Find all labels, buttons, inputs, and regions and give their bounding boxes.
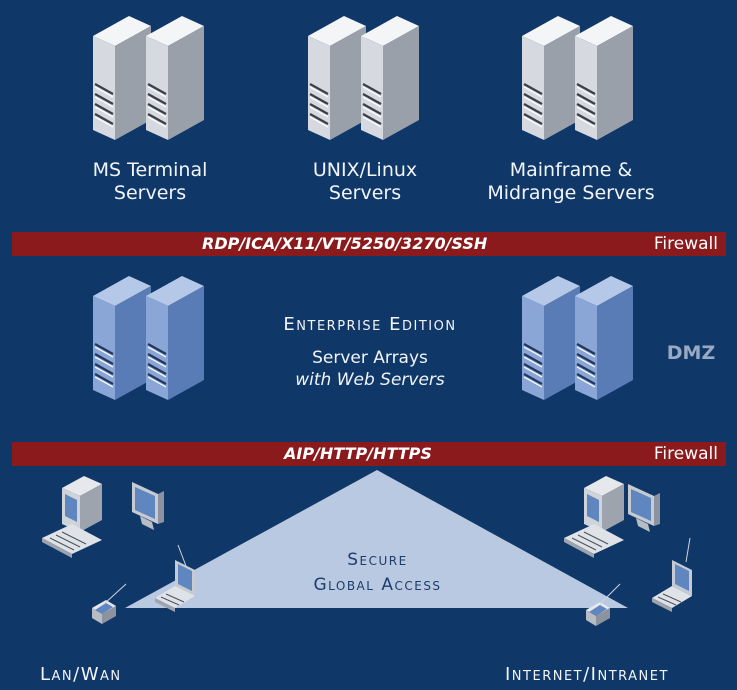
- server-label-line: Mainframe &: [509, 159, 633, 181]
- lan-wan-label: Lan/Wan: [40, 664, 122, 685]
- dmz-server-icon: [520, 274, 635, 402]
- dmz-label: DMZ: [666, 342, 716, 364]
- server-array-icon: [91, 274, 206, 402]
- server-arrays-label: Server Arrays: [312, 348, 428, 368]
- firewall-label: Firewall: [653, 444, 718, 464]
- firewall-bar-top: RDP/ICA/X11/VT/5250/3270/SSH Firewall: [12, 232, 726, 256]
- server-ms-terminal-icon: [91, 14, 206, 142]
- web-servers-label: with Web Servers: [295, 370, 445, 390]
- internet-clients-icon: [563, 475, 693, 626]
- lan-clients-icon: [41, 475, 196, 624]
- server-label-line: Servers: [328, 182, 402, 204]
- server-label-line: Midrange Servers: [487, 182, 655, 204]
- internet-intranet-label: Internet/Intranet: [505, 664, 669, 685]
- server-label-ms-terminal: MS Terminal Servers: [40, 159, 260, 205]
- secure-label: Secure: [347, 550, 408, 570]
- global-access-label: Global Access: [313, 575, 442, 595]
- protocol-label: RDP/ICA/X11/VT/5250/3270/SSH: [202, 234, 488, 253]
- enterprise-edition-title: Enterprise Edition: [283, 314, 457, 335]
- firewall-bar-bottom: AIP/HTTP/HTTPS Firewall: [12, 442, 726, 466]
- server-unix-linux-icon: [306, 14, 421, 142]
- server-label-unix-linux: UNIX/Linux Servers: [255, 159, 475, 205]
- server-mainframe-icon: [520, 14, 635, 142]
- secure-access-triangle: [125, 470, 628, 608]
- server-label-line: MS Terminal: [92, 159, 208, 181]
- server-label-line: UNIX/Linux: [312, 159, 418, 181]
- protocol-label: AIP/HTTP/HTTPS: [284, 444, 432, 463]
- server-label-line: Servers: [113, 182, 187, 204]
- firewall-label: Firewall: [653, 234, 718, 254]
- server-label-mainframe: Mainframe & Midrange Servers: [461, 159, 681, 205]
